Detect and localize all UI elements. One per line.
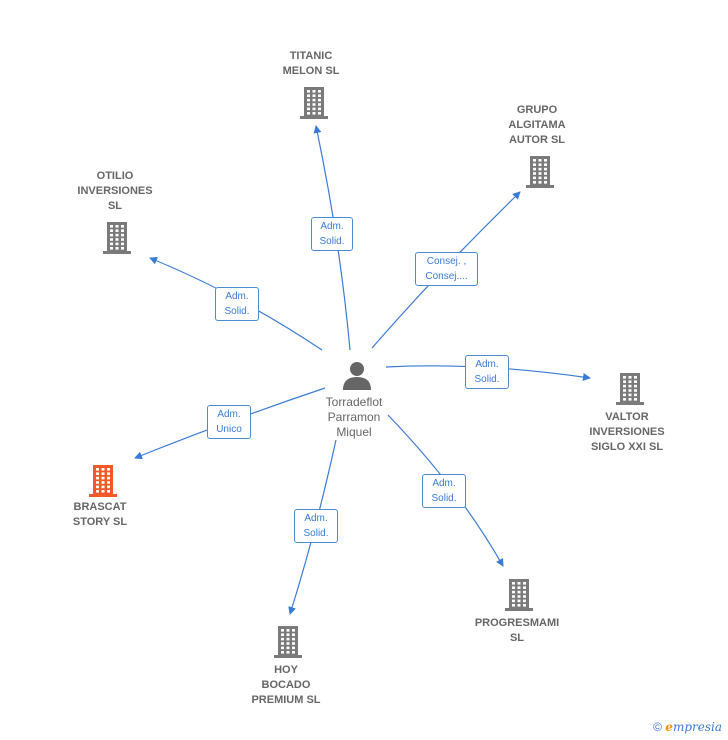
edge-label-hoy[interactable]: Adm. Solid. — [294, 509, 338, 543]
building-icon[interactable] — [524, 154, 556, 193]
edge-label-otilio[interactable]: Adm. Solid. — [215, 287, 259, 321]
brand-logo: empresia — [665, 720, 722, 734]
edge-label-progresmami[interactable]: Adm. Solid. — [422, 474, 466, 508]
edge-label-valtor[interactable]: Adm. Solid. — [465, 355, 509, 389]
company-label-progresmami[interactable]: PROGRESMAMI SL — [474, 617, 560, 644]
person-name-label[interactable]: Torradeflot Parramon Miquel — [325, 395, 383, 439]
copyright-symbol: © — [653, 720, 662, 734]
company-label-brascat[interactable]: BRASCAT STORY SL — [72, 501, 128, 528]
person-icon[interactable] — [342, 360, 372, 395]
company-label-valtor[interactable]: VALTOR INVERSIONES SIGLO XXI SL — [589, 411, 665, 453]
edge-label-brascat[interactable]: Adm. Unico — [207, 405, 251, 439]
footer-brand: © empresia — [653, 720, 722, 734]
company-label-titanic[interactable]: TITANIC MELON SL — [282, 50, 340, 77]
company-label-otilio[interactable]: OTILIO INVERSIONES SL — [77, 170, 153, 212]
building-icon[interactable] — [614, 371, 646, 410]
building-icon[interactable] — [101, 220, 133, 259]
edge-label-titanic[interactable]: Adm. Solid. — [311, 217, 353, 251]
building-icon[interactable] — [272, 624, 304, 663]
company-label-grupo[interactable]: GRUPO ALGITAMA AUTOR SL — [508, 104, 566, 146]
building-icon[interactable] — [503, 577, 535, 616]
company-label-hoy[interactable]: HOY BOCADO PREMIUM SL — [251, 664, 321, 706]
edge-label-grupo[interactable]: Consej. , Consej.... — [415, 252, 478, 286]
building-icon[interactable] — [298, 85, 330, 124]
building-icon[interactable] — [87, 463, 119, 502]
